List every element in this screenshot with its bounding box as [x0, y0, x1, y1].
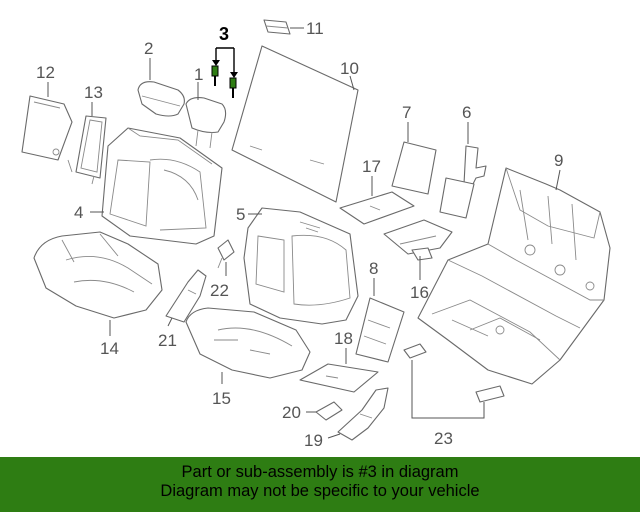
part-6-bracket	[439, 145, 487, 219]
part-11-clip	[263, 19, 291, 35]
callout-7: 7	[402, 103, 411, 122]
callout-12: 12	[36, 63, 55, 82]
part-20-latch	[315, 401, 343, 421]
part-8-side-panel	[355, 297, 405, 363]
part-5-seat-back-center	[243, 207, 359, 325]
part-13-trim-panel	[67, 115, 107, 185]
callout-17: 17	[362, 157, 381, 176]
callout-22: 22	[210, 281, 229, 300]
part-12-back-panel	[21, 95, 73, 161]
part-17-pad	[339, 191, 415, 225]
callout-16: 16	[410, 283, 429, 302]
part-22-clip	[217, 239, 235, 269]
parts-diagram: 1 2 3 4 5 6 7 8 9 10 11 12 13 14 15 16 1…	[21, 19, 611, 450]
part-21-side-trim	[165, 269, 207, 323]
callout-23: 23	[434, 429, 453, 448]
callout-18: 18	[334, 329, 353, 348]
notice-banner: Part or sub-assembly is #3 in diagram Di…	[0, 457, 640, 512]
callout-21: 21	[158, 331, 177, 350]
part-7-pad	[391, 141, 437, 195]
callout-10: 10	[340, 59, 359, 78]
banner-line-1: Part or sub-assembly is #3 in diagram	[181, 463, 459, 481]
part-19-side-bracket	[337, 387, 389, 441]
callout-20: 20	[282, 403, 301, 422]
part-3-bolts	[211, 47, 238, 98]
part-14-seat-cushion-left	[33, 231, 163, 319]
callout-5: 5	[236, 205, 245, 224]
callout-2: 2	[144, 39, 153, 58]
callout-6: 6	[462, 103, 471, 122]
part-16-bracket-assembly	[383, 219, 453, 261]
part-9-seat-frame	[417, 167, 611, 385]
callout-15: 15	[212, 389, 231, 408]
callout-14: 14	[100, 339, 119, 358]
part-2-armrest-cushion	[137, 81, 185, 117]
part-4-seat-back-left	[101, 127, 223, 245]
callout-labels: 1 2 3 4 5 6 7 8 9 10 11 12 13 14 15 16 1…	[36, 19, 563, 450]
part-23-clips	[403, 343, 505, 403]
banner-line-2: Diagram may not be specific to your vehi…	[160, 482, 480, 500]
callout-9: 9	[554, 151, 563, 170]
callout-4: 4	[74, 203, 83, 222]
callout-11: 11	[306, 19, 324, 38]
callout-8: 8	[369, 259, 378, 278]
callout-13: 13	[84, 83, 103, 102]
part-1-headrest	[185, 97, 227, 149]
callout-1: 1	[194, 65, 203, 84]
part-18-pad	[299, 363, 379, 393]
callout-19: 19	[304, 431, 323, 450]
part-15-seat-cushion-center	[185, 307, 311, 379]
part-10-rear-panel	[231, 45, 359, 203]
callout-3: 3	[219, 24, 229, 44]
